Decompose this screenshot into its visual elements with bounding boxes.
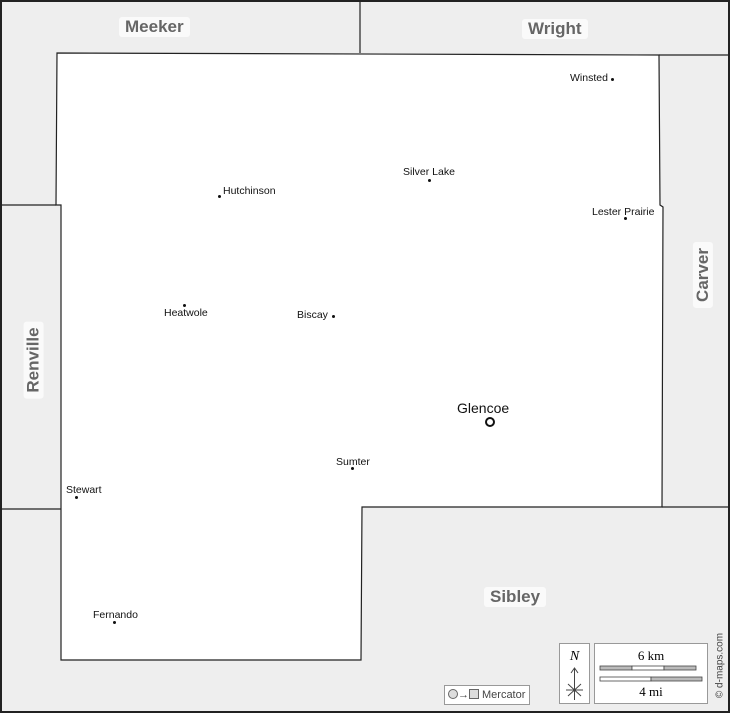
town-stewart: Stewart bbox=[66, 484, 102, 496]
town-dot bbox=[428, 179, 431, 182]
town-winsted: Winsted bbox=[570, 72, 608, 84]
town-dot bbox=[75, 496, 78, 499]
county-label-sibley: Sibley bbox=[484, 587, 547, 607]
town-dot bbox=[113, 621, 116, 624]
credit-label: © d-maps.com bbox=[714, 632, 726, 699]
projection-label: Mercator bbox=[482, 689, 526, 701]
county-seat-marker bbox=[485, 417, 495, 427]
town-glencoe: Glencoe bbox=[457, 400, 510, 416]
town-dot bbox=[624, 217, 627, 220]
north-label: N bbox=[569, 649, 580, 664]
scale-mi-label: 4 mi bbox=[639, 684, 663, 699]
town-dot bbox=[332, 315, 335, 318]
county-label-wright: Wright bbox=[522, 19, 588, 39]
arrow-icon: → bbox=[458, 689, 469, 701]
town-dot bbox=[183, 304, 186, 307]
compass-icon bbox=[566, 667, 583, 700]
mcleod-county-shape bbox=[55, 52, 664, 661]
county-label-meeker: Meeker bbox=[119, 17, 190, 37]
town-sumter: Sumter bbox=[336, 456, 370, 468]
town-heatwole: Heatwole bbox=[164, 307, 208, 319]
town-dot bbox=[611, 78, 614, 81]
scale-bar-box: 6 km 4 mi bbox=[594, 643, 708, 704]
county-label-renville: Renville bbox=[23, 321, 44, 399]
scale-km-label: 6 km bbox=[637, 648, 665, 663]
globe-icon bbox=[448, 689, 458, 699]
neighbor-borders bbox=[0, 0, 730, 510]
north-arrow-box: N bbox=[559, 643, 590, 704]
town-hutchinson: Hutchinson bbox=[223, 185, 276, 197]
town-biscay: Biscay bbox=[297, 309, 328, 321]
town-lester-prairie: Lester Prairie bbox=[592, 206, 655, 218]
county-label-carver: Carver bbox=[692, 242, 713, 308]
map-square-icon bbox=[469, 689, 479, 699]
town-silver-lake: Silver Lake bbox=[403, 166, 455, 178]
town-dot bbox=[218, 195, 221, 198]
scale-bars bbox=[599, 665, 703, 682]
town-fernando: Fernando bbox=[93, 609, 138, 621]
town-dot bbox=[351, 467, 354, 470]
projection-box: → Mercator bbox=[444, 685, 530, 705]
